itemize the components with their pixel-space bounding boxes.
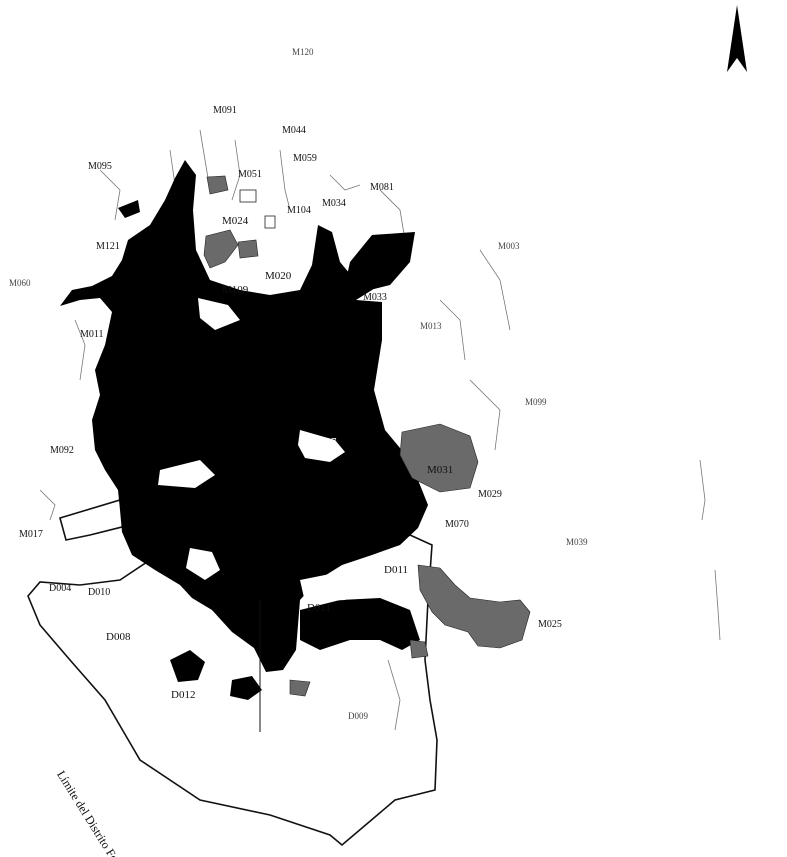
- urban-area: [60, 160, 428, 672]
- label-m051: M051: [238, 169, 262, 180]
- label-m013: M013: [420, 321, 442, 331]
- label-d011-south: D011: [307, 602, 332, 614]
- label-m029: M029: [478, 489, 502, 500]
- label-m081: M081: [370, 182, 394, 193]
- label-m099: M099: [525, 397, 547, 407]
- label-m025: M025: [538, 619, 562, 630]
- label-d009: D009: [348, 711, 368, 721]
- label-m120: M120: [292, 47, 314, 57]
- urban-block-2: [239, 189, 257, 203]
- label-d010: D010: [88, 587, 111, 598]
- urban-area-lobe: [345, 232, 415, 292]
- north-arrow-icon: [727, 5, 747, 72]
- urban-gaps: [158, 298, 360, 602]
- label-m092: M092: [50, 445, 74, 456]
- urban-block: [264, 215, 276, 229]
- label-m024: M024: [222, 215, 249, 227]
- label-m109: M109: [222, 284, 249, 296]
- urban-patch-south: [170, 650, 205, 682]
- label-m011: M011: [80, 329, 104, 340]
- label-m034: M034: [322, 198, 346, 209]
- label-m033: M033: [363, 292, 387, 303]
- municipal-lines: [39, 129, 721, 731]
- label-m060: M060: [9, 278, 31, 288]
- urban-area-south-lobe: [300, 598, 420, 650]
- label-d011-north: D011: [384, 564, 409, 576]
- urban-patch-south-2: [230, 676, 262, 700]
- label-m095: M095: [88, 161, 112, 172]
- label-m017: M017: [19, 529, 43, 540]
- label-m039: M039: [566, 537, 588, 547]
- label-m070: M070: [445, 519, 469, 530]
- label-m031: M031: [427, 464, 454, 476]
- label-m091: M091: [213, 105, 237, 116]
- label-m104: M104: [287, 205, 311, 216]
- label-d008: D008: [106, 631, 131, 643]
- urban-patches: [203, 175, 531, 697]
- label-m121: M121: [96, 241, 120, 252]
- urban-patch-west: [118, 200, 140, 218]
- label-d012: D012: [171, 689, 196, 701]
- label-d017: D017: [312, 436, 337, 448]
- label-m003: M003: [498, 241, 520, 251]
- label-d004: D004: [49, 583, 72, 594]
- label-m059: M059: [293, 153, 317, 164]
- label-m044: M044: [282, 125, 306, 136]
- label-m020: M020: [265, 270, 292, 282]
